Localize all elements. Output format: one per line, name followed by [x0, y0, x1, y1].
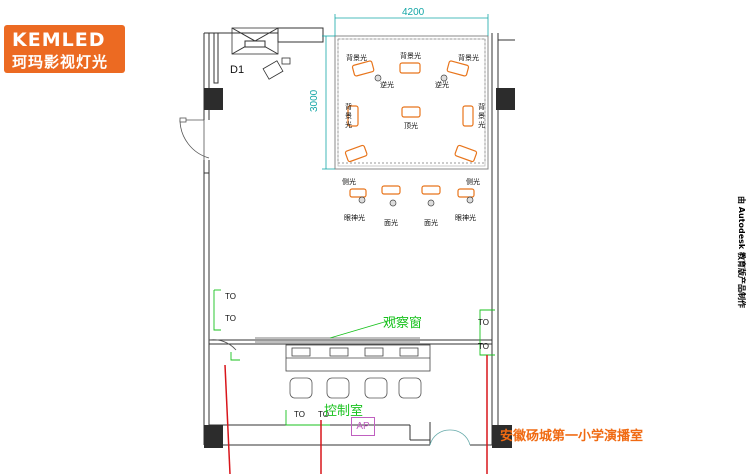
observation-window-label: 观察窗 — [383, 316, 423, 331]
outlet-label: TO — [478, 342, 489, 351]
brand-logo: KEMLED 珂玛影视灯光 — [4, 25, 125, 73]
light-top: 顶光 — [404, 122, 418, 130]
light-back-side-right: 背景光 — [478, 103, 485, 129]
outlet-label: TO — [478, 318, 489, 327]
control-room-label: 控制室 — [324, 404, 364, 419]
studio-box — [334, 35, 489, 170]
control-desk — [285, 344, 431, 372]
light-stands — [358, 74, 474, 207]
access-point-label: AP — [351, 417, 375, 436]
light-contra-left: 逆光 — [380, 81, 394, 89]
light-side-right: 侧光 — [466, 178, 480, 186]
outlet-label: TO — [294, 410, 305, 419]
light-back-top-right: 背景光 — [458, 54, 479, 62]
cabinet-icon — [262, 57, 291, 80]
entrance-door — [179, 117, 210, 160]
cable-lines — [224, 355, 488, 474]
light-side-left: 侧光 — [342, 178, 356, 186]
light-face-left: 面光 — [384, 219, 398, 227]
light-contra-right: 逆光 — [435, 81, 449, 89]
door-label: D1 — [230, 64, 245, 76]
light-eye-right: 眼神光 — [455, 214, 476, 222]
outlet-label: TO — [225, 292, 236, 301]
outlet-label: TO — [318, 410, 329, 419]
logo-english: KEMLED — [12, 29, 106, 51]
exit-door — [429, 429, 471, 446]
light-back-top-mid: 背景光 — [400, 52, 421, 60]
outlet-label: TO — [225, 314, 236, 323]
walls — [203, 32, 515, 446]
columns — [204, 88, 515, 448]
logo-chinese: 珂玛影视灯光 — [12, 53, 109, 71]
control-chairs — [289, 377, 422, 399]
width-dimension: 4200 — [402, 7, 425, 18]
light-face-right: 面光 — [424, 219, 438, 227]
light-eye-left: 眼神光 — [344, 214, 365, 222]
studio-lights — [344, 60, 478, 198]
entry-wall — [213, 27, 324, 84]
light-back-top-left: 背景光 — [346, 54, 367, 62]
plan-title: 安徽砀城第一小学演播室 — [500, 429, 644, 444]
autodesk-note: 由 Autodesk 教育版产品制作 — [737, 196, 746, 309]
observation-window — [255, 317, 420, 343]
light-back-side-left: 背景光 — [345, 103, 352, 129]
control-door — [208, 339, 240, 361]
dimension-lines — [322, 14, 489, 170]
depth-dimension: 3000 — [309, 89, 320, 112]
